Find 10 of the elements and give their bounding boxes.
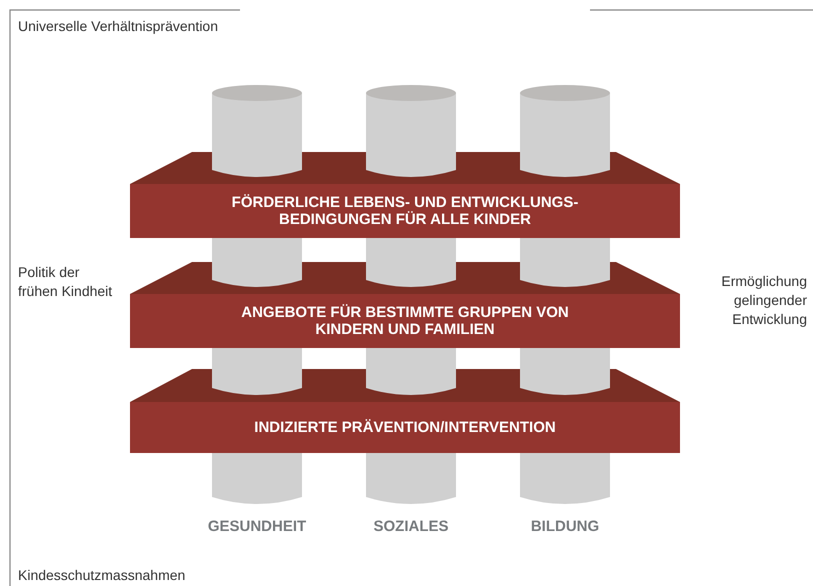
pillar-label: GESUNDHEIT [206, 518, 308, 535]
side-note: Kindesschutzmassnahmen [18, 566, 186, 585]
slab-label: INDIZIERTE PRÄVENTION/INTERVENTION [253, 419, 557, 436]
side-note: Ermöglichung gelingender Entwicklung [720, 272, 807, 329]
slab-label: ANGEBOTE FÜR BESTIMMTE GRUPPEN VON KINDERN UND FAMILIEN [240, 304, 570, 338]
side-note: Universelle Verhältnisprävention [18, 17, 218, 36]
pillar-label: BILDUNG [530, 518, 600, 535]
pillar-label: SOZIALES [372, 518, 450, 535]
slab-label: FÖRDERLICHE LEBENS- UND ENTWICKLUNGS- BEDINGUNGEN FÜR ALLE KINDER [230, 194, 580, 228]
side-note: Politik der frühen Kindheit [18, 263, 114, 301]
